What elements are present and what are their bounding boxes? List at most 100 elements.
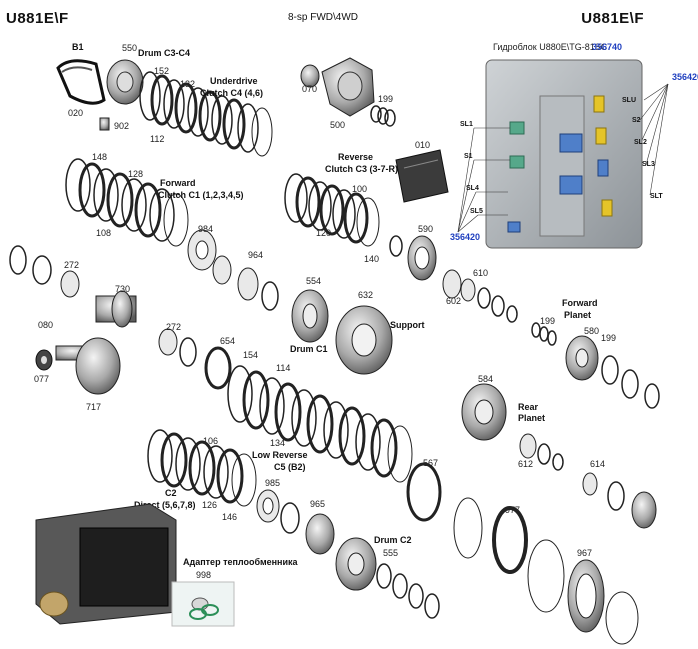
part-114: 114 bbox=[276, 363, 290, 373]
gears-612 bbox=[519, 433, 564, 471]
part-010: 010 bbox=[415, 140, 430, 150]
shaft-730 bbox=[95, 290, 137, 328]
group-adapter: Адаптер теплообменника bbox=[183, 557, 299, 567]
group-forward-planet-1: Forward bbox=[562, 298, 598, 308]
group-rear-planet-2: Planet bbox=[518, 413, 545, 423]
seal-077 bbox=[35, 349, 53, 371]
shaft-717 bbox=[55, 337, 121, 395]
group-c2-1: C2 bbox=[165, 488, 177, 498]
hub-272b bbox=[158, 328, 197, 367]
part-730: 730 bbox=[115, 284, 130, 294]
part-977: 977 bbox=[505, 505, 520, 515]
filter bbox=[395, 149, 449, 203]
part-584: 584 bbox=[478, 374, 493, 384]
b1-band bbox=[56, 59, 106, 105]
gear-614 bbox=[582, 472, 657, 529]
part-590: 590 bbox=[418, 224, 433, 234]
group-reverse-1: Reverse bbox=[338, 152, 373, 162]
part-132: 132 bbox=[180, 79, 195, 89]
part-632: 632 bbox=[358, 290, 373, 300]
part-717: 717 bbox=[86, 402, 101, 412]
part-612: 612 bbox=[518, 459, 533, 469]
part-965: 965 bbox=[310, 499, 325, 509]
part-967: 967 bbox=[577, 548, 592, 558]
oil-pump bbox=[300, 57, 375, 117]
part-146: 146 bbox=[222, 512, 237, 522]
rings-planet-right bbox=[601, 355, 660, 409]
part-140: 140 bbox=[364, 254, 379, 264]
part-602: 602 bbox=[446, 296, 461, 306]
ring-large bbox=[453, 497, 483, 559]
solenoid-kit-right: 356420 bbox=[672, 72, 698, 82]
group-reverse-2: Clutch C3 (3-7-R) bbox=[325, 164, 398, 174]
solenoid-kit-left: 356420 bbox=[450, 232, 480, 242]
part-070: 070 bbox=[302, 84, 317, 94]
transmission-assembly bbox=[35, 503, 177, 625]
part-550: 550 bbox=[122, 43, 137, 53]
solenoid-sl3: SL3 bbox=[642, 161, 655, 168]
part-154: 154 bbox=[243, 350, 258, 360]
group-drum-c3c4: Drum C3-C4 bbox=[138, 48, 190, 58]
ring-567 bbox=[406, 462, 442, 522]
drum-c1 bbox=[291, 289, 329, 343]
clutch-pack-c2 bbox=[147, 429, 257, 507]
solenoid-sl5: SL5 bbox=[470, 208, 483, 215]
part-654: 654 bbox=[220, 336, 235, 346]
solenoid-s2: S2 bbox=[632, 117, 641, 124]
group-underdrive-2: Clutch C4 (4,6) bbox=[200, 88, 263, 98]
bearings-610 bbox=[442, 269, 518, 323]
group-drum-c2: Drum C2 bbox=[374, 535, 412, 545]
piston-985 bbox=[256, 489, 300, 534]
part-020: 020 bbox=[68, 108, 83, 118]
part-077: 077 bbox=[34, 374, 49, 384]
part-199b: 199 bbox=[540, 316, 555, 326]
part-134: 134 bbox=[270, 438, 285, 448]
ring-654 bbox=[204, 346, 232, 390]
part-152: 152 bbox=[154, 66, 169, 76]
rings-967 bbox=[527, 539, 639, 645]
seal-rings-199b bbox=[531, 322, 557, 346]
group-drum-c1: Drum C1 bbox=[290, 344, 328, 354]
solenoid-slt: SLT bbox=[650, 193, 663, 200]
seal-rings-199 bbox=[370, 105, 396, 127]
group-support: Support bbox=[390, 320, 425, 330]
part-128: 128 bbox=[128, 169, 143, 179]
part-080: 080 bbox=[38, 320, 53, 330]
part-998: 998 bbox=[196, 570, 211, 580]
hub-965 bbox=[305, 513, 335, 555]
part-554: 554 bbox=[306, 276, 321, 286]
model-label-right: U881E\F bbox=[581, 10, 644, 27]
solenoid-slu: SLU bbox=[622, 97, 636, 104]
part-108: 108 bbox=[96, 228, 111, 238]
support-632 bbox=[335, 305, 393, 375]
group-underdrive-1: Underdrive bbox=[210, 76, 258, 86]
model-label-left: U881E\F bbox=[6, 10, 69, 27]
group-forward-2: Clutch C1 (1,2,3,4,5) bbox=[158, 190, 244, 200]
group-low-reverse-1: Low Reverse bbox=[252, 450, 308, 460]
part-500: 500 bbox=[330, 120, 345, 130]
gear-977 bbox=[492, 506, 528, 574]
part-199a: 199 bbox=[378, 94, 393, 104]
part-112: 112 bbox=[150, 134, 164, 144]
part-610: 610 bbox=[473, 268, 488, 278]
clutch-pack-c3 bbox=[284, 173, 380, 247]
part-985: 985 bbox=[265, 478, 280, 488]
clutch-pack-c5 bbox=[227, 365, 413, 483]
valve-body-code: 356740 bbox=[592, 42, 622, 52]
group-forward-1: Forward bbox=[160, 178, 196, 188]
part-126: 126 bbox=[202, 500, 217, 510]
clutch-pack-c4 bbox=[139, 71, 273, 157]
drum-c3c4 bbox=[106, 59, 144, 105]
part-984: 984 bbox=[198, 224, 213, 234]
part-567: 567 bbox=[423, 458, 438, 468]
planet-584 bbox=[461, 383, 507, 441]
part-272a: 272 bbox=[64, 260, 79, 270]
subtitle: 8-sp FWD\4WD bbox=[288, 12, 358, 23]
part-902-pin bbox=[99, 117, 110, 131]
valve-body bbox=[485, 59, 643, 249]
bearing-964 bbox=[212, 255, 279, 311]
solenoid-sl4: SL4 bbox=[466, 185, 479, 192]
planet-580 bbox=[565, 335, 599, 381]
rings-272a bbox=[9, 245, 80, 298]
